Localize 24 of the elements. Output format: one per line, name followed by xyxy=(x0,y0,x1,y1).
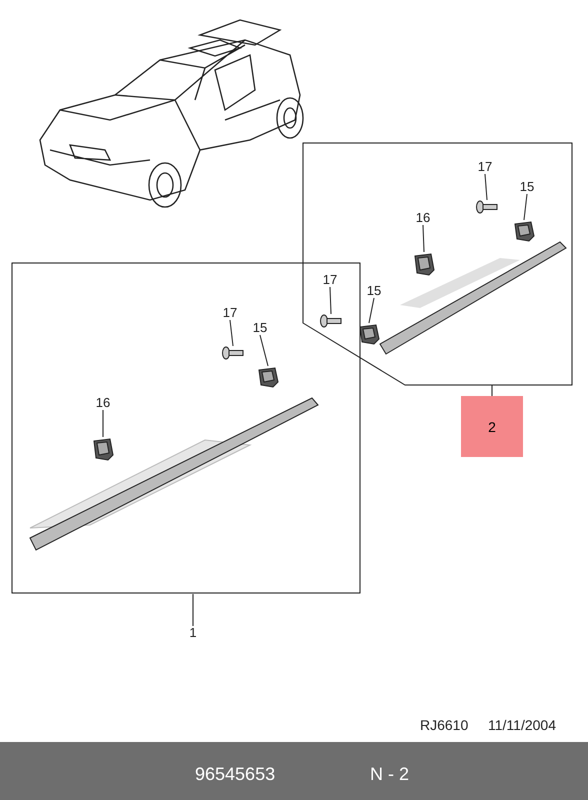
leader-line xyxy=(230,320,234,346)
highlight-box xyxy=(461,396,523,457)
drawing-code: RJ6610 xyxy=(420,717,468,733)
callout-number: 2 xyxy=(488,418,496,434)
callout-number: 15 xyxy=(362,284,386,298)
part-number: 96545653 xyxy=(195,764,276,785)
callout-number: 16 xyxy=(91,396,115,410)
leader-line xyxy=(484,174,488,200)
leader-line xyxy=(192,594,194,626)
leader-line xyxy=(102,410,104,438)
callout-number: 17 xyxy=(218,306,242,320)
date-text: 11/11/2004 xyxy=(488,717,556,733)
leader-line xyxy=(368,298,374,324)
callout-number: 1 xyxy=(181,626,205,640)
leader-line xyxy=(260,334,268,366)
callout-number: 15 xyxy=(248,321,272,335)
leader-line xyxy=(524,194,528,220)
page-number: N - 2 xyxy=(370,764,410,785)
callout-number: 16 xyxy=(411,211,435,225)
callout-number: 17 xyxy=(473,160,497,174)
callout-number: 15 xyxy=(515,180,539,194)
leader-line xyxy=(422,224,424,252)
callout-number: 17 xyxy=(318,273,342,287)
leader-line xyxy=(330,286,332,314)
